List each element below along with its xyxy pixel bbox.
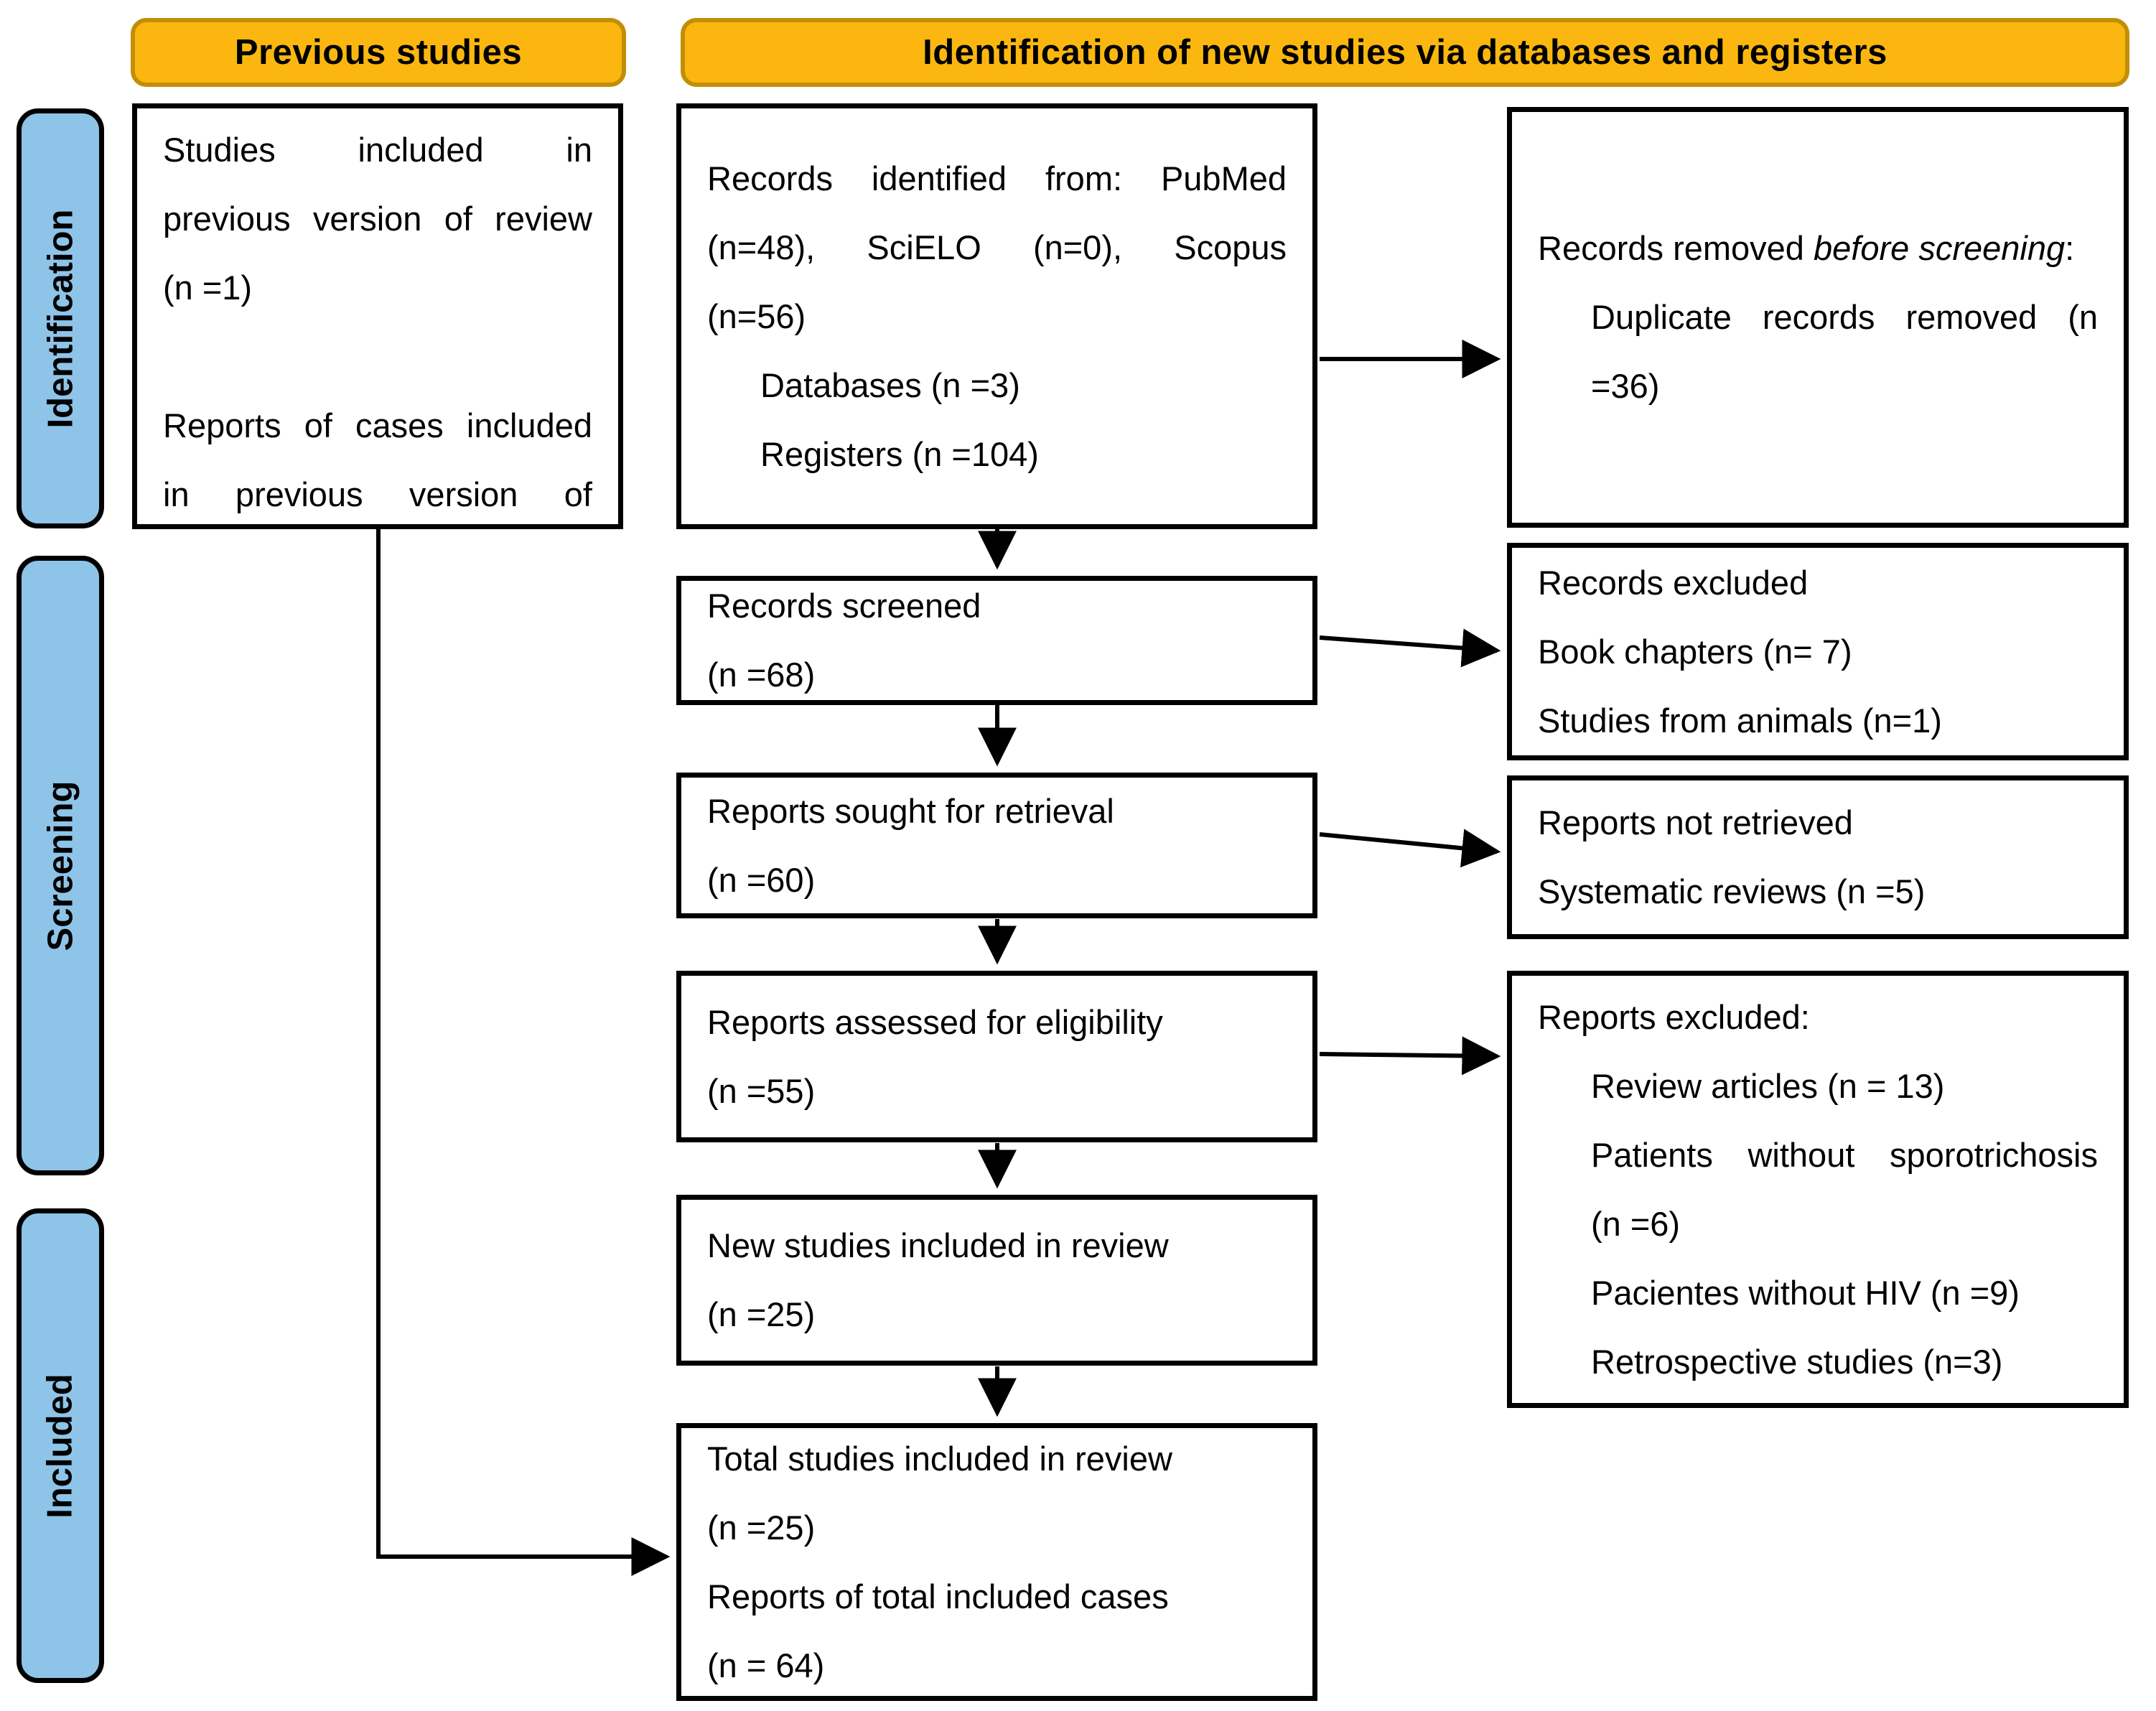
box-line: Duplicate records removed (n bbox=[1591, 298, 2098, 336]
box-line: (n=56) bbox=[707, 297, 806, 335]
box-line: Systematic reviews (n =5) bbox=[1538, 872, 1926, 910]
box-line: Reports sought for retrieval bbox=[707, 791, 1114, 830]
stage-label-identification: Identification bbox=[41, 209, 80, 428]
box-line: Total studies included in review bbox=[707, 1439, 1172, 1478]
stage-label-included: Included bbox=[41, 1373, 80, 1519]
box-records-identified: Records identified from: PubMed (n=48), S… bbox=[676, 103, 1317, 529]
box-line: Pacientes without HIV (n =9) bbox=[1591, 1273, 2020, 1312]
box-line: (n =25) bbox=[707, 1295, 816, 1333]
box-line: Registers (n =104) bbox=[760, 434, 1039, 473]
box-line: (n =6) bbox=[1591, 1204, 1681, 1243]
box-line: Retrospective studies (n=3) bbox=[1591, 1342, 2003, 1381]
box-line: Patients without sporotrichosis bbox=[1591, 1135, 2098, 1174]
box-line: Book chapters (n= 7) bbox=[1538, 632, 1852, 671]
box-line: in previous version of bbox=[163, 475, 592, 513]
box-line: Records excluded bbox=[1538, 563, 1809, 602]
box-line: =36) bbox=[1591, 367, 1660, 405]
header-identification-new-studies: Identification of new studies via databa… bbox=[681, 18, 2129, 87]
box-line: Databases (n =3) bbox=[760, 365, 1020, 404]
text: : bbox=[2065, 229, 2075, 267]
stage-bar-included: Included bbox=[17, 1208, 104, 1683]
box-line: (n = 64) bbox=[707, 1646, 825, 1684]
box-reports-excluded: Reports excluded: Review articles (n = 13… bbox=[1507, 971, 2129, 1408]
stage-bar-screening: Screening bbox=[17, 556, 104, 1175]
box-line bbox=[163, 322, 592, 391]
box-line: Reports of cases included bbox=[163, 406, 592, 444]
box-line: (n =25) bbox=[707, 1508, 816, 1547]
box-line: Reports assessed for eligibility bbox=[707, 1002, 1163, 1041]
box-line: Records screened bbox=[707, 587, 981, 625]
box-total-studies-included: Total studies included in review (n =25) R… bbox=[676, 1423, 1317, 1701]
header-previous-studies: Previous studies bbox=[131, 18, 626, 87]
box-line: Records removed before screening: bbox=[1538, 214, 2098, 283]
box-line: New studies included in review bbox=[707, 1226, 1169, 1264]
box-line: Studies from animals (n=1) bbox=[1538, 701, 1942, 740]
box-line: (n =68) bbox=[707, 656, 816, 694]
box-previous-studies: Studies included in previous version of r… bbox=[132, 103, 623, 529]
box-line: Reports of total included cases bbox=[707, 1577, 1169, 1616]
text: Records removed bbox=[1538, 229, 1814, 267]
box-new-studies-included: New studies included in review (n =25) bbox=[676, 1195, 1317, 1366]
box-reports-sought: Reports sought for retrieval (n =60) bbox=[676, 773, 1317, 918]
box-line: (n =1) bbox=[163, 269, 253, 307]
box-line: (n =55) bbox=[707, 1071, 816, 1110]
box-line: Reports excluded: bbox=[1538, 997, 1810, 1036]
box-line: Records identified from: PubMed bbox=[707, 159, 1287, 197]
box-reports-assessed: Reports assessed for eligibility (n =55) bbox=[676, 971, 1317, 1142]
box-records-screened: Records screened (n =68) bbox=[676, 576, 1317, 705]
italic-text: before screening bbox=[1814, 229, 2066, 267]
box-line: Studies included in bbox=[163, 131, 592, 169]
stage-label-screening: Screening bbox=[41, 780, 80, 951]
box-line: Reports not retrieved bbox=[1538, 803, 1853, 841]
box-line: (n=48), SciELO (n=0), Scopus bbox=[707, 228, 1287, 266]
box-line: previous version of review bbox=[163, 200, 592, 238]
box-line: Review articles (n = 13) bbox=[1591, 1066, 1945, 1105]
stage-bar-identification: Identification bbox=[17, 108, 104, 528]
box-line: (n =60) bbox=[707, 860, 816, 899]
box-records-removed-before-screening: Records removed before screening: Duplica… bbox=[1507, 107, 2129, 528]
